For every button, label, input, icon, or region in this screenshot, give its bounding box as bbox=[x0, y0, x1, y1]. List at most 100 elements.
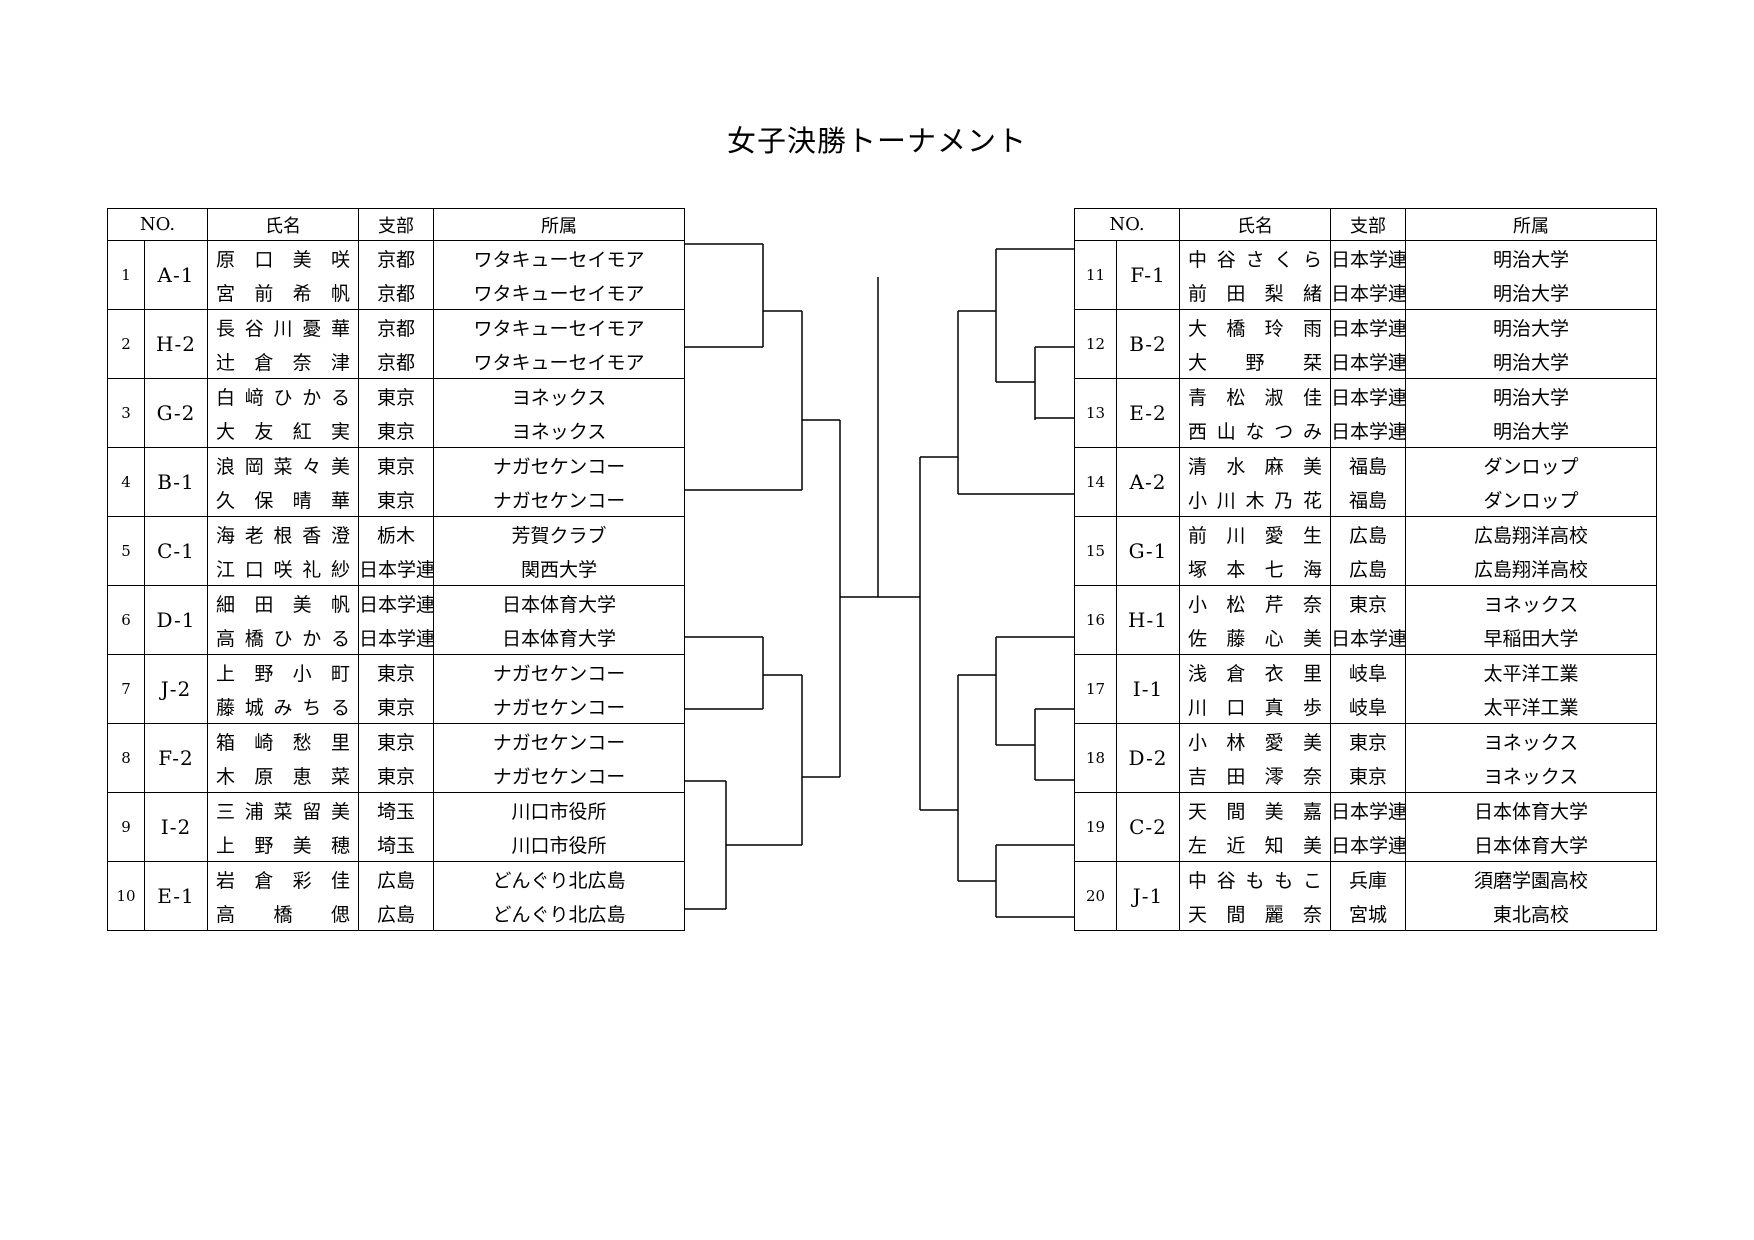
group-code: H-1 bbox=[1116, 585, 1180, 655]
header-no: NO. bbox=[107, 208, 208, 241]
player-affiliation: ナガセケンコー bbox=[433, 447, 685, 482]
header-branch: 支部 bbox=[1330, 208, 1406, 241]
player-name: 久保晴華 bbox=[207, 482, 359, 517]
seed-number: 5 bbox=[107, 516, 145, 586]
player-branch: 東京 bbox=[358, 482, 434, 517]
player-branch: 東京 bbox=[1330, 585, 1406, 620]
player-name: 上野小町 bbox=[207, 654, 359, 689]
player-affiliation: ヨネックス bbox=[1405, 585, 1657, 620]
player-name: 前田梨緒 bbox=[1179, 275, 1331, 310]
player-row: 上野美穂埼玉川口市役所 bbox=[108, 827, 685, 862]
player-name: 中谷さくら bbox=[1179, 240, 1331, 275]
player-affiliation: どんぐり北広島 bbox=[433, 896, 685, 931]
player-name: 前川愛生 bbox=[1179, 516, 1331, 551]
player-name: 塚本七海 bbox=[1179, 551, 1331, 586]
header-row: NO. 氏名 支部 所属 bbox=[107, 208, 685, 241]
player-name: 三浦菜留美 bbox=[207, 792, 359, 827]
player-name: 辻倉奈津 bbox=[207, 344, 359, 379]
player-branch: 日本学連 bbox=[1330, 413, 1406, 448]
player-row: 天間麗奈宮城東北高校 bbox=[1075, 896, 1657, 931]
player-branch: 東京 bbox=[358, 654, 434, 689]
player-name: 宮前希帆 bbox=[207, 275, 359, 310]
player-name: 川口真歩 bbox=[1179, 689, 1331, 724]
player-name: 浅倉衣里 bbox=[1179, 654, 1331, 689]
player-row: 久保晴華東京ナガセケンコー bbox=[108, 482, 685, 517]
player-row: 川口真歩岐阜太平洋工業 bbox=[1075, 689, 1657, 724]
player-branch: 京都 bbox=[358, 309, 434, 344]
player-row: 西山なつみ日本学連明治大学 bbox=[1075, 413, 1657, 448]
player-branch: 広島 bbox=[358, 896, 434, 931]
group-code: B-2 bbox=[1116, 309, 1180, 379]
player-branch: 京都 bbox=[358, 240, 434, 275]
player-affiliation: ナガセケンコー bbox=[433, 723, 685, 758]
player-name: 西山なつみ bbox=[1179, 413, 1331, 448]
player-affiliation: 川口市役所 bbox=[433, 827, 685, 862]
player-affiliation: 須磨学園高校 bbox=[1405, 861, 1657, 896]
player-branch: 宮城 bbox=[1330, 896, 1406, 931]
player-name: 大野栞 bbox=[1179, 344, 1331, 379]
player-name: 海老根香澄 bbox=[207, 516, 359, 551]
player-row: 高橋偲広島どんぐり北広島 bbox=[108, 896, 685, 931]
seed-number: 2 bbox=[107, 309, 145, 379]
player-branch: 日本学連 bbox=[1330, 792, 1406, 827]
player-affiliation: ヨネックス bbox=[1405, 758, 1657, 793]
player-branch: 埼玉 bbox=[358, 827, 434, 862]
player-name: 高橋偲 bbox=[207, 896, 359, 931]
player-affiliation: 太平洋工業 bbox=[1405, 689, 1657, 724]
player-affiliation: ヨネックス bbox=[1405, 723, 1657, 758]
player-name: 左近知美 bbox=[1179, 827, 1331, 862]
header-branch: 支部 bbox=[358, 208, 434, 241]
player-affiliation: 明治大学 bbox=[1405, 344, 1657, 379]
player-name: 天間麗奈 bbox=[1179, 896, 1331, 931]
header-name: 氏名 bbox=[1179, 208, 1331, 241]
player-affiliation: どんぐり北広島 bbox=[433, 861, 685, 896]
header-no: NO. bbox=[1074, 208, 1180, 241]
player-affiliation: ワタキューセイモア bbox=[433, 309, 685, 344]
player-row: 高橋ひかる日本学連日本体育大学 bbox=[108, 620, 685, 655]
seed-number: 15 bbox=[1074, 516, 1117, 586]
seed-number: 19 bbox=[1074, 792, 1117, 862]
player-affiliation: 日本体育大学 bbox=[1405, 792, 1657, 827]
player-branch: 日本学連 bbox=[1330, 344, 1406, 379]
player-affiliation: 川口市役所 bbox=[433, 792, 685, 827]
player-branch: 岐阜 bbox=[1330, 654, 1406, 689]
player-affiliation: ナガセケンコー bbox=[433, 689, 685, 724]
page-title: 女子決勝トーナメント bbox=[726, 124, 1027, 158]
group-code: J-1 bbox=[1116, 861, 1180, 931]
player-branch: 福島 bbox=[1330, 447, 1406, 482]
player-branch: 埼玉 bbox=[358, 792, 434, 827]
player-name: 原口美咲 bbox=[207, 240, 359, 275]
group-code: A-2 bbox=[1116, 447, 1180, 517]
group-code: D-1 bbox=[144, 585, 208, 655]
player-affiliation: ダンロップ bbox=[1405, 482, 1657, 517]
player-affiliation: ナガセケンコー bbox=[433, 758, 685, 793]
player-row: 佐藤心美日本学連早稲田大学 bbox=[1075, 620, 1657, 655]
seed-number: 11 bbox=[1074, 240, 1117, 310]
player-affiliation: 早稲田大学 bbox=[1405, 620, 1657, 655]
player-affiliation: 関西大学 bbox=[433, 551, 685, 586]
player-branch: 日本学連 bbox=[358, 620, 434, 655]
header-row: NO. 氏名 支部 所属 bbox=[1074, 208, 1657, 241]
player-branch: 東京 bbox=[358, 723, 434, 758]
player-row: 辻倉奈津京都ワタキューセイモア bbox=[108, 344, 685, 379]
player-name: 吉田澪奈 bbox=[1179, 758, 1331, 793]
player-branch: 東京 bbox=[358, 413, 434, 448]
player-affiliation: 明治大学 bbox=[1405, 240, 1657, 275]
group-code: H-2 bbox=[144, 309, 208, 379]
player-affiliation: 明治大学 bbox=[1405, 413, 1657, 448]
group-code: C-1 bbox=[144, 516, 208, 586]
player-affiliation: ワタキューセイモア bbox=[433, 275, 685, 310]
